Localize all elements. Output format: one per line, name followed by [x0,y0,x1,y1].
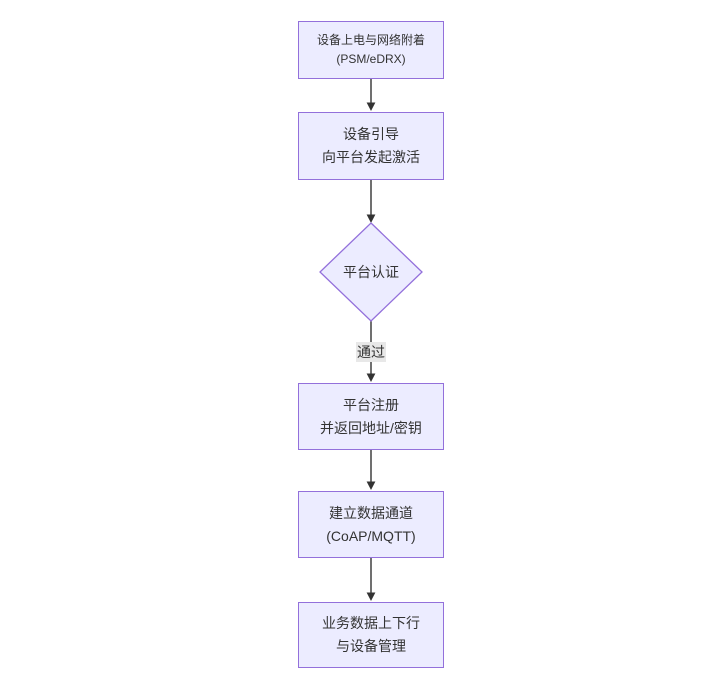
node-text-line: 平台注册 [343,396,399,413]
arrowhead-icon [366,214,376,223]
edge-bootstrap-to-auth [366,180,376,223]
node-text-line: 设备引导 [343,126,399,142]
node-business-data: 业务数据上下行 与设备管理 [298,602,444,668]
edge-register-to-channel [366,450,376,490]
arrowhead-icon [366,592,376,601]
node-platform-register: 平台注册 并返回地址/密钥 [298,383,444,450]
node-text-line: 业务数据上下行 [322,615,420,631]
node-text-line: (PSM/eDRX) [336,52,406,66]
node-bootstrap-activate: 设备引导 向平台发起激活 [298,112,444,180]
edge-power-to-bootstrap [366,79,376,111]
edge-channel-to-business [366,558,376,601]
edge-label-pass: 通过 [356,342,386,362]
arrowhead-icon [366,102,376,111]
node-text-line: 设备上电与网络附着 [316,33,425,47]
decision-platform-auth-shape [319,222,423,322]
node-text-line: 并返回地址/密钥 [320,419,422,436]
node-text-line: 与设备管理 [336,638,406,654]
node-data-channel: 建立数据通道 (CoAP/MQTT) [298,491,444,558]
arrowhead-icon [366,373,376,382]
node-text-line: 建立数据通道 [329,504,413,521]
arrowhead-icon [366,481,376,490]
node-text-line: 向平台发起激活 [322,149,420,165]
decision-platform-auth-label: 平台认证 [343,264,399,280]
node-power-attach: 设备上电与网络附着 (PSM/eDRX) [298,21,444,79]
node-text-line: (CoAP/MQTT) [326,527,416,544]
